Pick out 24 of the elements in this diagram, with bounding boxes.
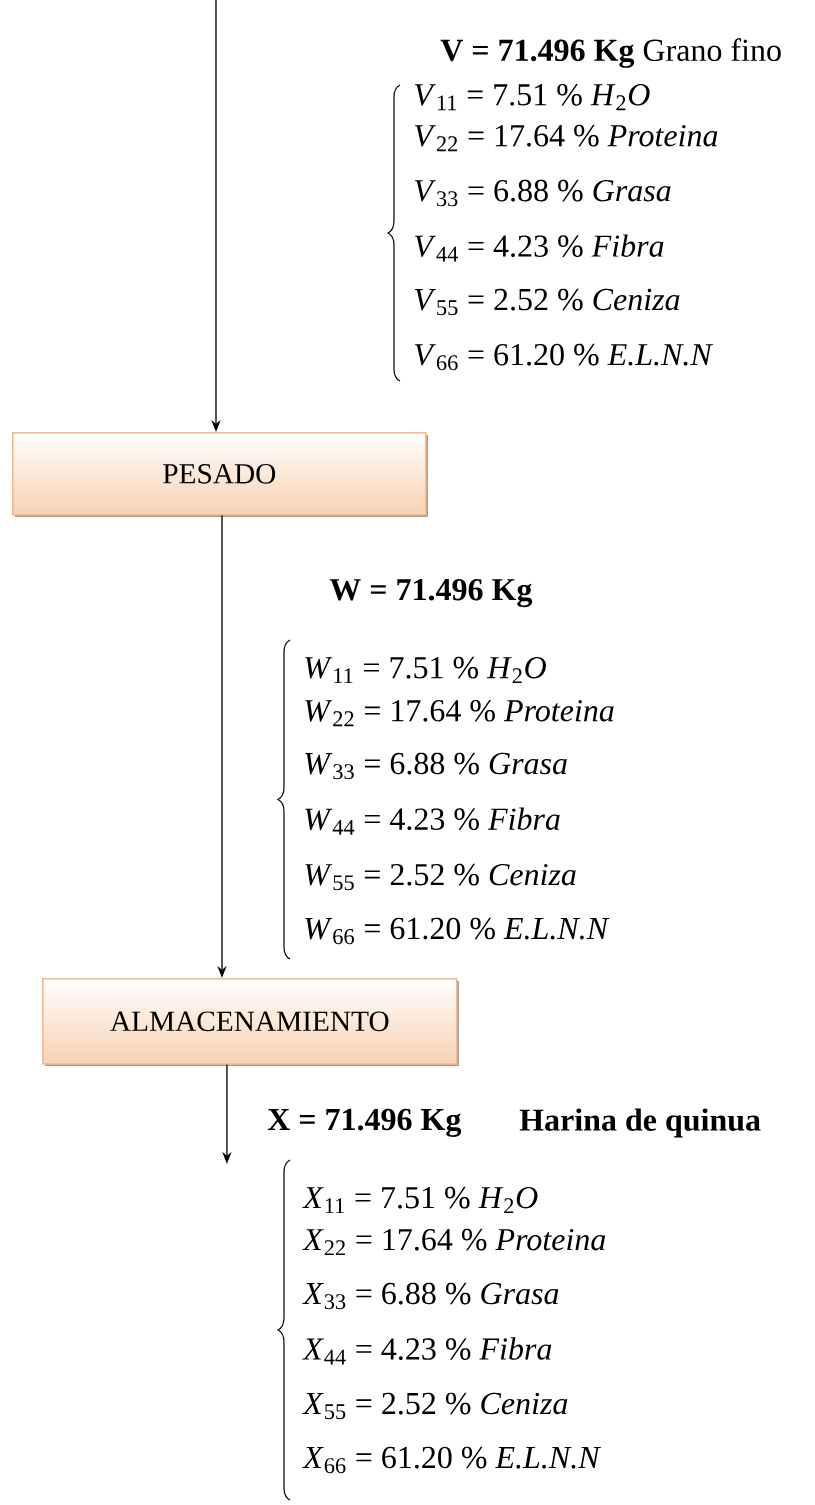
composition-line: V$_{11}$ = 7.51 % H$_{2}$O [415, 83, 650, 111]
mass-label: W = 71.496 Kg [329, 578, 533, 608]
composition-line: V$_{66}$ = 61.20 % E.L.N.N [415, 343, 714, 371]
composition-line: X$_{33}$ = 6.88 % Grasa [302, 1282, 559, 1310]
composition-line: X$_{55}$ = 2.52 % Ceniza [302, 1392, 568, 1420]
composition-line: X$_{11}$ = 7.51 % H$_{2}$O [302, 1186, 538, 1214]
composition-line: V$_{22}$ = 17.64 % Proteina [415, 124, 718, 152]
composition-line: V$_{55}$ = 2.52 % Ceniza [415, 288, 680, 316]
composition-line: X$_{44}$ = 4.23 % Fibra [302, 1337, 552, 1365]
composition-line: W$_{55}$ = 2.52 % Ceniza [305, 863, 576, 891]
composition-line: W$_{11}$ = 7.51 % H$_{2}$O [305, 656, 546, 684]
mass-label: V = 71.496 Kg Grano fino [440, 38, 781, 68]
composition-line: V$_{33}$ = 6.88 % Grasa [415, 179, 671, 207]
composition-line: X$_{66}$ = 61.20 % E.L.N.N [302, 1446, 602, 1474]
composition-line: V$_{44}$ = 4.23 % Fibra [415, 234, 664, 262]
composition-line: X$_{22}$ = 17.64 % Proteina [302, 1228, 606, 1256]
composition-line: W$_{22}$ = 17.64 % Proteina [305, 699, 614, 727]
composition-line: W$_{33}$ = 6.88 % Grasa [305, 752, 567, 780]
mass-label: X = 71.496 Kg [267, 1108, 462, 1137]
process-box: PESADO [12, 432, 429, 518]
composition-line: W$_{44}$ = 4.23 % Fibra [305, 807, 560, 835]
product-label: Harina de quinua [519, 1108, 761, 1138]
composition-line: W$_{66}$ = 61.20 % E.L.N.N [305, 917, 610, 945]
process-box: ALMACENAMIENTO [42, 977, 459, 1066]
